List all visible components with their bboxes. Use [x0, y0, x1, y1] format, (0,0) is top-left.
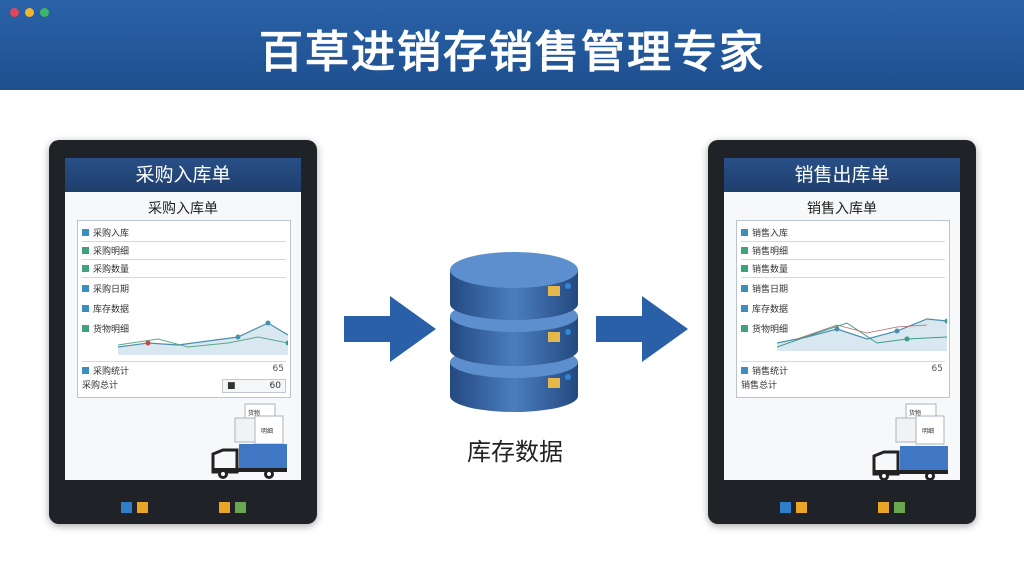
back-button[interactable]: [219, 502, 230, 513]
home-button[interactable]: [121, 502, 132, 513]
purchase-tablet: 采购入库单 采购入库单 采购入库 采购明细 采购数量 采购日期 库存数据 货物明…: [49, 140, 317, 524]
row-divider: [741, 277, 945, 278]
svg-text:明细: 明细: [261, 427, 273, 435]
form-row[interactable]: 库存数据: [82, 301, 129, 315]
square-icon: [741, 228, 748, 236]
menu-button[interactable]: [796, 502, 807, 513]
purchase-screen: 采购入库单 采购入库单 采购入库 采购明细 采购数量 采购日期 库存数据 货物明…: [65, 158, 301, 480]
page-title: 百草进销存销售管理专家: [259, 27, 765, 78]
row-divider: [741, 361, 945, 362]
minimize-dot-icon[interactable]: [25, 8, 34, 17]
side-value: 65: [272, 364, 284, 374]
header-bar: 百草进销存销售管理专家: [0, 0, 1024, 90]
svg-text:货物: 货物: [909, 409, 921, 417]
trend-line: [118, 336, 288, 348]
sales-tablet: 销售出库单 销售入库单 销售入库 销售明细 销售数量 销售日期 库存数据 货物明…: [708, 140, 976, 524]
purchase-screen-title: 采购入库单: [65, 158, 301, 192]
data-point: [265, 320, 271, 326]
form-row[interactable]: 采购总计: [82, 380, 119, 391]
tablet-buttons: [49, 502, 317, 514]
side-value: 65: [931, 364, 943, 374]
maximize-dot-icon[interactable]: [40, 8, 49, 17]
back-button[interactable]: [878, 502, 889, 513]
sales-screen-title: 销售出库单: [724, 158, 960, 192]
trend-line: [777, 322, 947, 348]
square-icon: [82, 246, 89, 254]
row-divider: [82, 241, 286, 242]
trend-line: [796, 324, 928, 340]
trend-line-chart: [777, 318, 947, 351]
sales-form: 销售入库 销售明细 销售数量 销售日期 库存数据 货物明细 销售统计 65: [736, 220, 950, 398]
database-icon: [450, 252, 578, 412]
row-divider: [82, 361, 286, 362]
close-dot-icon[interactable]: [10, 8, 19, 17]
square-icon: [741, 324, 748, 332]
square-icon: [82, 366, 89, 374]
sales-form-title: 销售入库单: [807, 201, 877, 217]
square-icon: [741, 246, 748, 254]
form-row[interactable]: 采购统计: [82, 363, 129, 377]
form-row[interactable]: 采购数量: [82, 261, 129, 275]
form-row[interactable]: 销售数量: [741, 261, 788, 275]
trend-line-chart: [118, 320, 288, 355]
confirm-button[interactable]: [235, 502, 246, 513]
svg-text:明细: 明细: [922, 427, 934, 435]
form-row[interactable]: 销售入库: [741, 225, 788, 239]
data-point: [944, 318, 947, 324]
delivery-truck-icon: [211, 444, 287, 479]
tablet-buttons: [708, 502, 976, 514]
square-icon: [82, 284, 89, 292]
cargo-boxes-icon: 货物 明细: [895, 403, 945, 445]
square-icon: [82, 228, 89, 236]
form-row[interactable]: 销售日期: [741, 281, 788, 295]
square-icon: [82, 304, 89, 312]
data-point: [145, 340, 151, 346]
purchase-form: 采购入库 采购明细 采购数量 采购日期 库存数据 货物明细 采购统计 65 采购…: [77, 220, 291, 398]
square-icon: [82, 264, 89, 272]
cargo-boxes-icon: 货物 明细: [234, 403, 284, 445]
database-label: 库存数据: [467, 438, 563, 466]
data-point: [834, 326, 840, 332]
form-row[interactable]: 销售统计: [741, 363, 788, 377]
data-point: [235, 334, 241, 340]
form-row[interactable]: 采购明细: [82, 243, 129, 257]
flow-arrow-icon: [344, 296, 436, 362]
square-icon: [741, 366, 748, 374]
data-point: [285, 340, 288, 346]
square-icon: [741, 304, 748, 312]
form-row[interactable]: 货物明细: [741, 321, 788, 335]
form-row[interactable]: 货物明细: [82, 321, 129, 335]
row-divider: [82, 277, 286, 278]
form-row[interactable]: 采购日期: [82, 281, 129, 295]
purchase-form-title: 采购入库单: [148, 201, 218, 217]
form-row[interactable]: 库存数据: [741, 301, 788, 315]
area-fill: [777, 319, 947, 351]
square-icon: [741, 264, 748, 272]
home-button[interactable]: [780, 502, 791, 513]
delivery-truck-icon: [872, 446, 948, 480]
db-layer-top: [450, 252, 578, 320]
sales-screen: 销售出库单 销售入库单 销售入库 销售明细 销售数量 销售日期 库存数据 货物明…: [724, 158, 960, 480]
total-field[interactable]: ■60: [222, 379, 286, 393]
square-icon: [82, 324, 89, 332]
row-divider: [741, 241, 945, 242]
window-controls: [10, 8, 49, 17]
form-row[interactable]: 销售明细: [741, 243, 788, 257]
data-point: [894, 328, 900, 334]
confirm-button[interactable]: [894, 502, 905, 513]
row-divider: [741, 259, 945, 260]
form-row[interactable]: 采购入库: [82, 225, 129, 239]
form-row[interactable]: 销售总计: [741, 380, 778, 391]
svg-text:货物: 货物: [248, 409, 260, 417]
square-icon: [741, 284, 748, 292]
menu-button[interactable]: [137, 502, 148, 513]
area-fill: [118, 323, 288, 355]
data-point: [904, 336, 910, 342]
row-divider: [82, 259, 286, 260]
flow-arrow-icon: [596, 296, 688, 362]
